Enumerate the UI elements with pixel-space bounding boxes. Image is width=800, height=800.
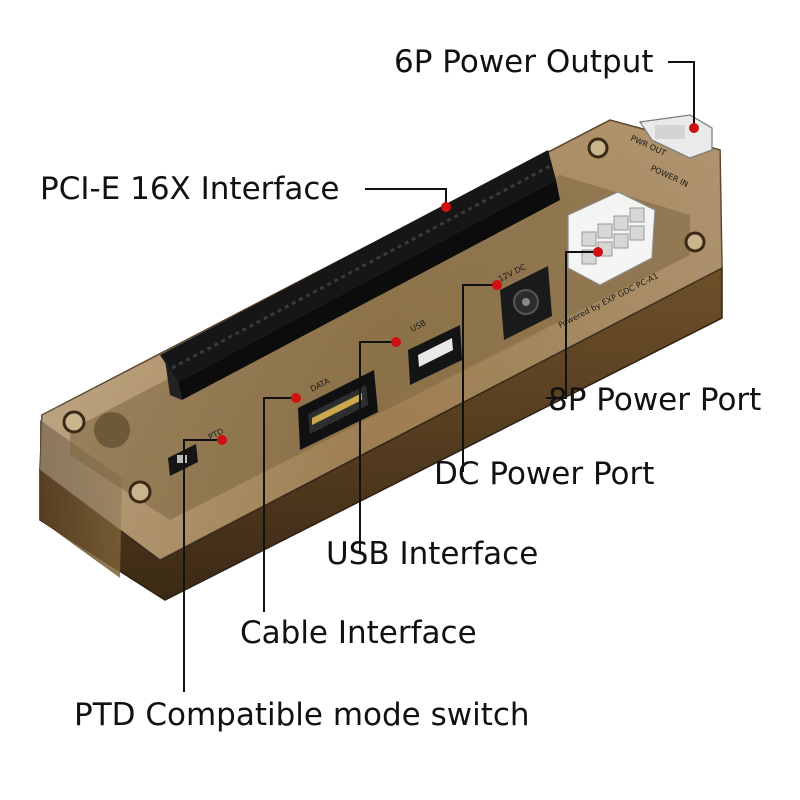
- marker-usb: [391, 337, 401, 347]
- leader-usb: [359, 341, 396, 553]
- data-port: [298, 370, 378, 450]
- callout-power-port-8p: 8P Power Port: [548, 382, 761, 418]
- marker-8p: [593, 247, 603, 257]
- callout-power-output-6p: 6P Power Output: [394, 44, 654, 80]
- pcie-slot: [160, 150, 560, 400]
- marker-cable: [291, 393, 301, 403]
- leader-6p: [668, 61, 695, 128]
- dc-jack: [500, 266, 552, 340]
- marker-ptd: [217, 435, 227, 445]
- device-casing: [39, 119, 723, 601]
- leader-dc: [462, 284, 497, 472]
- screw-hole: [684, 231, 706, 253]
- callout-cable-interface: Cable Interface: [240, 615, 477, 651]
- leader-lines: [183, 61, 695, 692]
- marker-dc: [492, 280, 502, 290]
- callout-markers: [217, 123, 699, 445]
- screw-hole: [587, 137, 609, 159]
- leader-ptd: [183, 439, 222, 692]
- screw-hole: [128, 480, 152, 504]
- power-connector-8p: [567, 191, 656, 286]
- callout-labels: 6P Power Output PCI-E 16X Interface 8P P…: [40, 44, 761, 733]
- marker-pcie: [441, 202, 451, 212]
- callout-usb-interface: USB Interface: [326, 536, 538, 572]
- usb-port: [408, 325, 462, 385]
- callout-pcie-16x: PCI-E 16X Interface: [40, 171, 339, 207]
- callout-dc-power-port: DC Power Port: [434, 456, 654, 492]
- leader-pcie: [365, 188, 447, 205]
- leader-cable: [263, 397, 296, 612]
- screw-hole: [62, 410, 86, 434]
- leader-8p: [546, 251, 598, 399]
- board-chip: [94, 412, 130, 448]
- marker-6p: [689, 123, 699, 133]
- callout-ptd-switch: PTD Compatible mode switch: [74, 697, 530, 733]
- pcb-board: [70, 175, 690, 520]
